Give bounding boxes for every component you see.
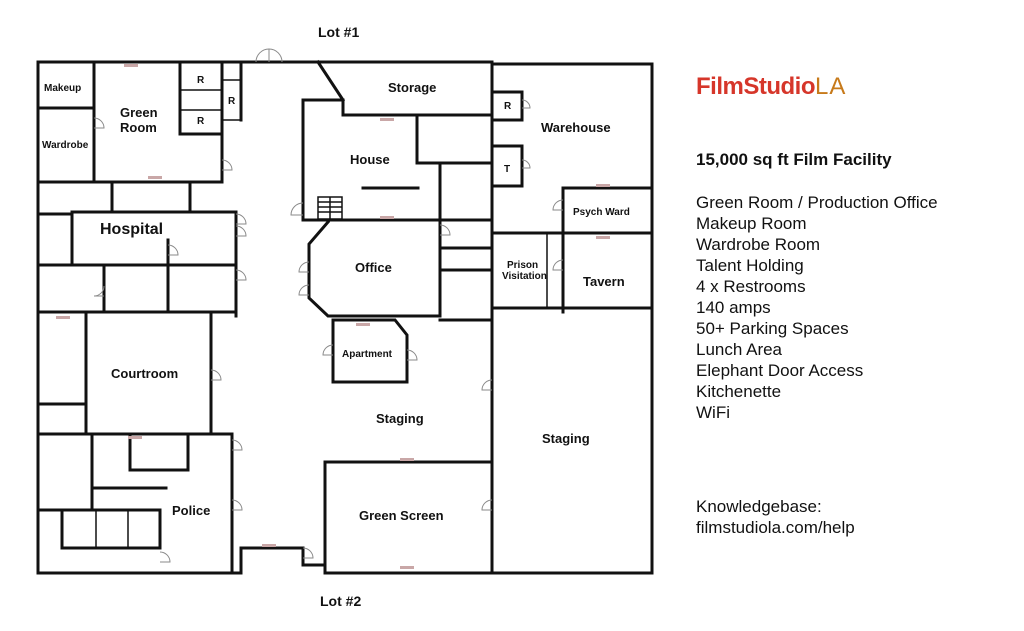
lot-2-label: Lot #2 xyxy=(320,593,361,609)
room-warehouse: Warehouse xyxy=(541,120,611,135)
feature-item: Green Room / Production Office xyxy=(696,193,938,212)
room-staging-1: Staging xyxy=(376,411,424,426)
room-green-room-line2: Room xyxy=(120,120,157,135)
feature-item: Elephant Door Access xyxy=(696,361,864,380)
brand-name-part2: LA xyxy=(814,73,847,100)
room-wardrobe: Wardrobe xyxy=(42,140,89,151)
room-police: Police xyxy=(172,503,210,518)
dimension-tags xyxy=(56,64,610,569)
feature-list: Green Room / Production Office Makeup Ro… xyxy=(696,192,1016,423)
restroom-1: R xyxy=(197,75,205,86)
lot-1-label: Lot #1 xyxy=(318,24,359,40)
room-psych-ward: Psych Ward xyxy=(573,207,630,218)
knowledgebase-link[interactable]: filmstudiola.com/help xyxy=(696,518,855,537)
interior-walls xyxy=(36,59,654,575)
doors xyxy=(93,48,564,563)
feature-item: 140 amps xyxy=(696,298,771,317)
room-green-room-line1: Green xyxy=(120,105,158,120)
brand-name-part1: FilmStudio xyxy=(696,73,815,100)
feature-item: 50+ Parking Spaces xyxy=(696,319,849,338)
room-hospital: Hospital xyxy=(100,221,163,238)
info-panel: FilmStudioLA 15,000 sq ft Film Facility … xyxy=(696,70,1016,423)
room-apartment: Apartment xyxy=(342,349,393,360)
restroom-4: R xyxy=(504,101,512,112)
room-staging-2: Staging xyxy=(542,431,590,446)
restroom-t: T xyxy=(504,164,510,175)
room-prison-line2: Visitation xyxy=(502,271,547,282)
feature-item: WiFi xyxy=(696,403,730,422)
room-office: Office xyxy=(355,260,392,275)
facility-title: 15,000 sq ft Film Facility xyxy=(696,150,892,169)
knowledgebase: Knowledgebase: filmstudiola.com/help xyxy=(696,496,855,538)
feature-item: Lunch Area xyxy=(696,340,783,359)
restroom-3: R xyxy=(197,116,205,127)
room-courtroom: Courtroom xyxy=(111,366,178,381)
room-tavern: Tavern xyxy=(583,274,625,289)
knowledgebase-label: Knowledgebase: xyxy=(696,497,822,516)
room-house: House xyxy=(350,152,390,167)
room-green-screen: Green Screen xyxy=(359,508,444,523)
room-storage: Storage xyxy=(388,80,436,95)
restroom-2: R xyxy=(228,96,236,107)
feature-item: 4 x Restrooms xyxy=(696,277,806,296)
feature-item: Kitchenette xyxy=(696,382,782,401)
feature-item: Talent Holding xyxy=(696,256,804,275)
brand-logo: FilmStudioLA xyxy=(696,70,1016,104)
room-makeup: Makeup xyxy=(44,83,81,94)
feature-item: Makeup Room xyxy=(696,214,807,233)
room-prison-line1: Prison xyxy=(507,260,538,271)
feature-item: Wardrobe Room xyxy=(696,235,821,254)
